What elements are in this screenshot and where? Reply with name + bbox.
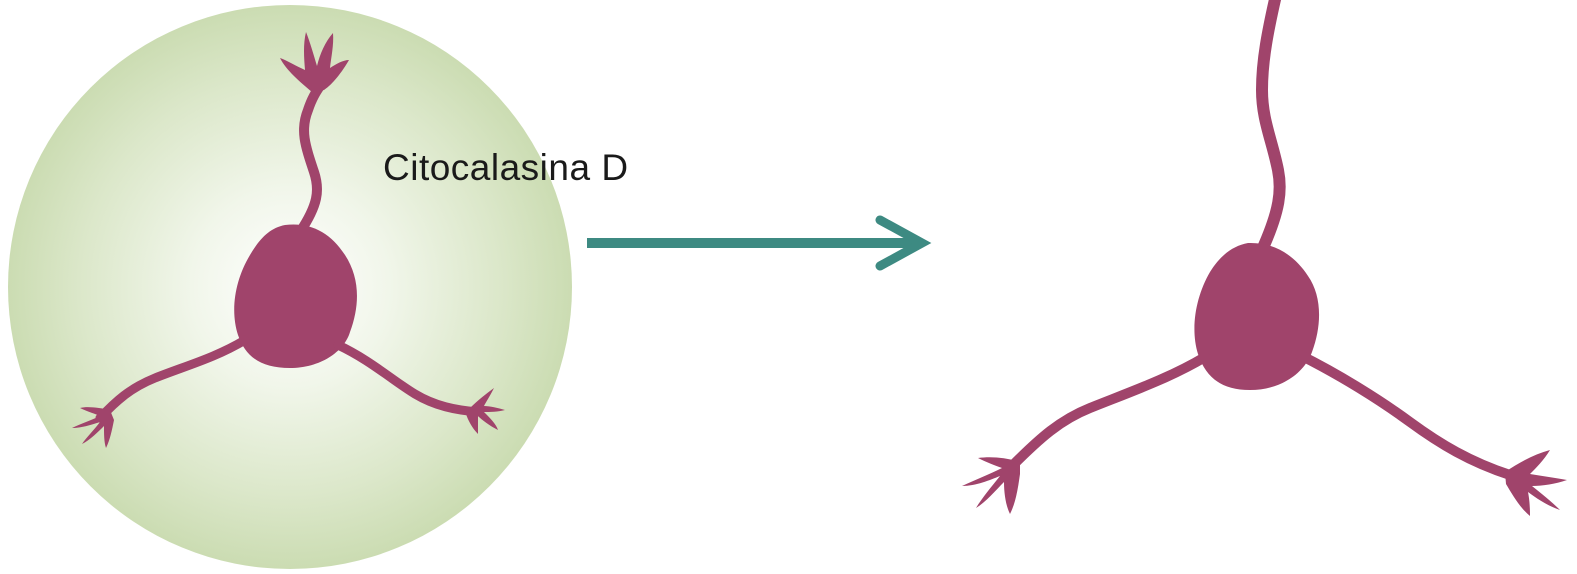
- growth-cone-left-after: [962, 457, 1020, 514]
- growth-cone-right-after: [1505, 450, 1567, 516]
- neurite-right-after: [1300, 355, 1510, 475]
- neuron-after-icon: [962, 0, 1567, 516]
- neuron-soma-after: [1194, 243, 1319, 390]
- elongated-axon: [1262, 0, 1280, 250]
- arrow-label: Citocalasina D: [383, 147, 629, 188]
- neurite-left-after: [1012, 357, 1205, 466]
- right-arrow-icon: [587, 220, 922, 266]
- neuron-before-group: [8, 5, 572, 569]
